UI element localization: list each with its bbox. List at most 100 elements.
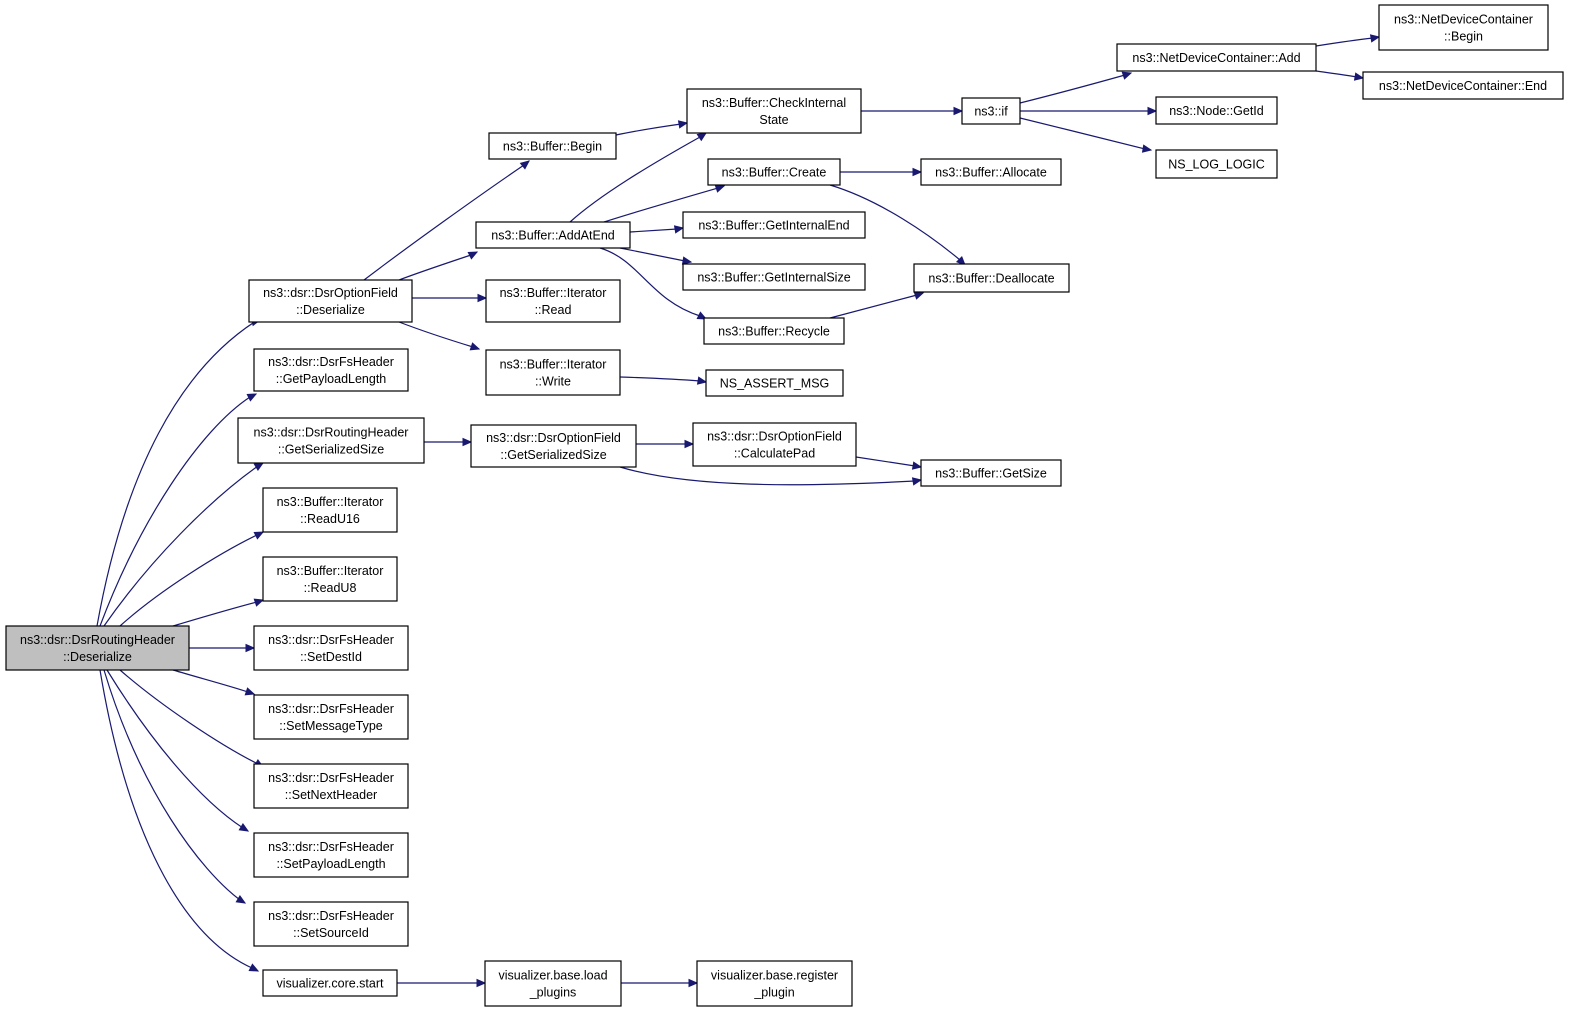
node-label-line: ns3::Buffer::Create: [722, 166, 827, 180]
edge-arrowhead: [912, 167, 923, 177]
edge-line: [619, 466, 922, 486]
node-label-line: ns3::dsr::DsrFsHeader: [268, 909, 394, 923]
node-label-line: ::ReadU8: [304, 581, 357, 595]
node-label-line: State: [759, 113, 788, 127]
edge-buf_begin-to-buf_check: [615, 120, 689, 136]
edge-line: [829, 292, 924, 319]
node-buf-getsize[interactable]: ns3::Buffer::GetSize: [920, 459, 1062, 487]
edge-line: [615, 122, 688, 136]
node-label-line: ::Write: [535, 375, 571, 389]
node-label-line: visualizer.base.load: [498, 969, 607, 983]
node-box: [692, 422, 857, 467]
edge-line: [103, 462, 264, 627]
edge-arrowhead: [696, 376, 708, 385]
node-box: [253, 763, 409, 809]
node-label-line: ns3::dsr::DsrRoutingHeader: [254, 426, 409, 440]
node-optfield-deser[interactable]: ns3::dsr::DsrOptionField::Deserialize: [248, 279, 413, 323]
edge-arrowhead: [253, 531, 265, 540]
node-buf-allocate[interactable]: ns3::Buffer::Allocate: [920, 158, 1062, 186]
edge-line: [398, 321, 480, 350]
node-it-readu8[interactable]: ns3::Buffer::Iterator::ReadU8: [262, 556, 398, 602]
edge-arrowhead: [1121, 71, 1133, 80]
node-box: [1116, 43, 1317, 72]
node-box: [1362, 71, 1564, 100]
node-box: [682, 211, 866, 239]
edge-line: [119, 669, 264, 768]
node-label-line: ::SetSourceId: [293, 926, 369, 940]
node-root[interactable]: ns3::dsr::DsrRoutingHeader::Deserialize: [5, 625, 190, 671]
edge-buf_create-to-buf_allocate: [840, 167, 923, 177]
edge-buf_check-to-ns3_if: [861, 106, 964, 116]
node-it-readu16[interactable]: ns3::Buffer::Iterator::ReadU16: [262, 487, 398, 533]
edge-buf_addatend-to-buf_check: [569, 132, 708, 223]
node-buf-dealloc[interactable]: ns3::Buffer::Deallocate: [913, 263, 1070, 293]
node-label-line: ::CalculatePad: [734, 447, 815, 461]
node-ns3-if[interactable]: ns3::if: [961, 97, 1021, 125]
edge-line: [599, 247, 707, 320]
edges-layer: [96, 34, 1381, 988]
node-ndc-end[interactable]: ns3::NetDeviceContainer::End: [1362, 71, 1564, 100]
edge-viz_start-to-viz_load: [397, 978, 487, 988]
edge-line: [619, 247, 692, 263]
node-fs-setdest[interactable]: ns3::dsr::DsrFsHeader::SetDestId: [253, 625, 409, 671]
node-viz-load[interactable]: visualizer.base.load _plugins: [484, 960, 622, 1007]
edge-ndc_add-to-ndc_end: [1315, 70, 1365, 81]
edge-of_getsersize-to-buf_getsize: [619, 466, 923, 486]
node-buf-getend[interactable]: ns3::Buffer::GetInternalEnd: [682, 211, 866, 239]
node-buf-recycle[interactable]: ns3::Buffer::Recycle: [703, 317, 845, 345]
node-label-line: ns3::dsr::DsrRoutingHeader: [20, 633, 175, 647]
node-node-getid[interactable]: ns3::Node::GetId: [1155, 96, 1278, 125]
node-fs-setmsgtype[interactable]: ns3::dsr::DsrFsHeader::SetMessageType: [253, 694, 409, 740]
node-fs-setnext[interactable]: ns3::dsr::DsrFsHeader::SetNextHeader: [253, 763, 409, 809]
node-assert-msg[interactable]: NS_ASSERT_MSG: [705, 369, 844, 397]
edge-root-to-fs_setmsgtype: [172, 669, 256, 696]
nodes-layer: ns3::dsr::DsrRoutingHeader::Deserializen…: [5, 4, 1564, 1007]
node-viz-register[interactable]: visualizer.base.register_plugin: [696, 960, 853, 1007]
edge-line: [99, 393, 257, 627]
node-of-getsersize[interactable]: ns3::dsr::DsrOptionField::GetSerializedS…: [470, 424, 637, 468]
node-fs-setsource[interactable]: ns3::dsr::DsrFsHeader::SetSourceId: [253, 901, 409, 947]
node-buf-getsize-int[interactable]: ns3::Buffer::GetInternalSize: [682, 263, 866, 291]
edge-arrowhead: [913, 291, 925, 300]
node-of-calcpad[interactable]: ns3::dsr::DsrOptionField::CalculatePad: [692, 422, 857, 467]
edge-line: [1019, 117, 1152, 151]
node-fs-getpayload[interactable]: ns3::dsr::DsrFsHeader::GetPayloadLength: [253, 348, 409, 392]
node-box: [5, 625, 190, 671]
node-viz-start[interactable]: visualizer.core.start: [262, 969, 398, 997]
node-buf-addatend[interactable]: ns3::Buffer::AddAtEnd: [475, 221, 631, 249]
edge-arrowhead: [684, 439, 695, 449]
node-label-line: _plugins: [529, 986, 577, 1000]
node-rh-getsersize[interactable]: ns3::dsr::DsrRoutingHeader::GetSerialize…: [237, 417, 425, 464]
node-it-read[interactable]: ns3::Buffer::Iterator::Read: [485, 279, 621, 323]
edge-optfield_deser-to-buf_begin: [363, 160, 530, 281]
edge-arrowhead: [681, 256, 693, 265]
node-fs-setpayload[interactable]: ns3::dsr::DsrFsHeader::SetPayloadLength: [253, 832, 409, 878]
node-log-logic[interactable]: NS_LOG_LOGIC: [1155, 149, 1278, 179]
edge-line: [855, 456, 922, 468]
node-box: [1155, 96, 1278, 125]
node-buf-create[interactable]: ns3::Buffer::Create: [707, 158, 841, 186]
node-label-line: ns3::Node::GetId: [1169, 104, 1264, 118]
node-label-line: ::SetNextHeader: [285, 788, 377, 802]
node-it-write[interactable]: ns3::Buffer::Iterator::Write: [485, 349, 621, 396]
node-box: [262, 556, 398, 602]
node-buf-begin[interactable]: ns3::Buffer::Begin: [488, 132, 617, 160]
node-label-line: ns3::dsr::DsrFsHeader: [268, 355, 394, 369]
edge-ns3_if-to-log_logic: [1019, 117, 1153, 153]
node-label-line: ns3::NetDeviceContainer: [1394, 13, 1533, 27]
node-box: [485, 349, 621, 396]
node-ndc-begin[interactable]: ns3::NetDeviceContainer::Begin: [1378, 4, 1549, 51]
node-ndc-add[interactable]: ns3::NetDeviceContainer::Add: [1116, 43, 1317, 72]
edge-line: [569, 132, 707, 223]
node-label-line: ::Read: [535, 303, 572, 317]
node-box: [696, 960, 853, 1007]
edge-line: [119, 531, 264, 627]
edge-arrowhead: [1147, 106, 1158, 116]
node-label-line: ::GetSerializedSize: [278, 443, 384, 457]
node-label-line: ns3::dsr::DsrFsHeader: [268, 771, 394, 785]
edge-arrowhead: [696, 132, 708, 142]
node-label-line: ns3::Buffer::Iterator: [500, 358, 607, 372]
edge-root-to-fs_setnext: [119, 669, 265, 768]
edge-arrowhead: [469, 342, 481, 351]
